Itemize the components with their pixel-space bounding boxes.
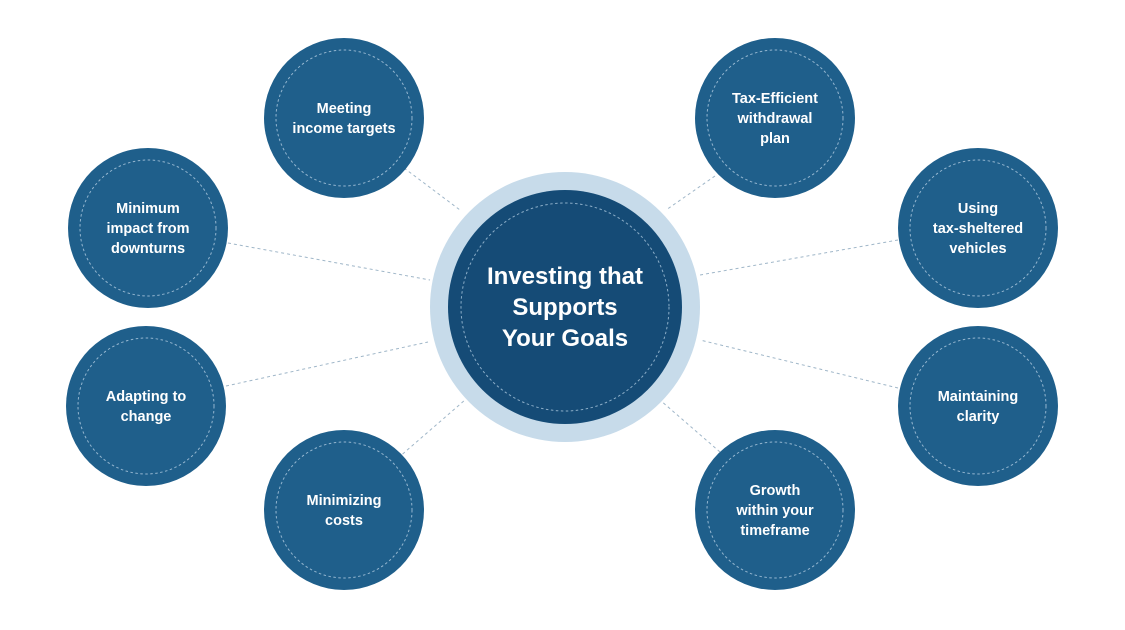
node-label: withdrawal — [737, 111, 813, 127]
connector-minimum-impact-from-downturns — [227, 242, 431, 281]
center-dashed-ring — [460, 202, 670, 412]
node-dashed-ring — [909, 159, 1047, 297]
node-label: change — [121, 409, 172, 425]
node-tax-efficient-withdrawal-plan: Tax-Efficient withdrawal plan — [695, 38, 855, 198]
node-circle — [898, 148, 1058, 308]
node-label: Minimizing — [307, 493, 382, 509]
node-circle — [66, 326, 226, 486]
connector-using-tax-sheltered-vehicles — [699, 239, 899, 276]
node-using-tax-sheltered-vehicles: Using tax-sheltered vehicles — [898, 148, 1058, 308]
node-dashed-ring — [77, 337, 215, 475]
connector-minimizing-costs — [397, 399, 466, 459]
node-dashed-ring — [275, 441, 413, 579]
node-dashed-ring — [79, 159, 217, 297]
connector-growth-within-your-timeframe — [659, 399, 721, 453]
node-circle — [695, 38, 855, 198]
node-dashed-ring — [275, 49, 413, 187]
connector-maintaining-clarity — [699, 339, 899, 389]
node-minimum-impact-from-downturns: Minimum impact from downturns — [68, 148, 228, 308]
node-circle — [264, 38, 424, 198]
node-meeting-income-targets: Meeting income targets — [264, 38, 424, 198]
node-label: tax-sheltered — [933, 221, 1023, 237]
node-dashed-ring — [909, 337, 1047, 475]
node-label: plan — [760, 131, 790, 147]
node-dashed-ring — [706, 441, 844, 579]
node-label: Tax-Efficient — [732, 91, 818, 107]
node-label: vehicles — [949, 241, 1006, 257]
node-growth-within-your-timeframe: Growth within your timeframe — [695, 430, 855, 590]
node-label: within your — [735, 503, 814, 519]
node-label: Meeting — [317, 101, 372, 117]
center-label: Your Goals — [502, 325, 628, 352]
center-circle — [448, 190, 682, 424]
connector-lines — [225, 167, 899, 459]
node-label: impact from — [107, 221, 190, 237]
node-adapting-to-change: Adapting to change — [66, 326, 226, 486]
node-circle — [898, 326, 1058, 486]
center-label: Investing that — [487, 263, 643, 290]
connector-meeting-income-targets — [403, 167, 461, 211]
node-label: Maintaining — [938, 389, 1019, 405]
node-circle — [264, 430, 424, 590]
node-label: Adapting to — [106, 389, 187, 405]
node-label: Growth — [750, 483, 801, 499]
connector-adapting-to-change — [225, 341, 429, 387]
node-circle — [695, 430, 855, 590]
goal-nodes: Meeting income targets Tax-Efficient withdr… — [66, 38, 1058, 590]
node-maintaining-clarity: Maintaining clarity — [898, 326, 1058, 486]
node-minimizing-costs: Minimizing costs — [264, 430, 424, 590]
node-label: Using — [958, 201, 998, 217]
center-label: Supports — [512, 294, 617, 321]
node-circle — [68, 148, 228, 308]
node-label: timeframe — [740, 523, 809, 539]
node-label: downturns — [111, 241, 185, 257]
node-label: income targets — [292, 121, 395, 137]
node-label: Minimum — [116, 201, 180, 217]
node-label: clarity — [957, 409, 1000, 425]
node-dashed-ring — [706, 49, 844, 187]
connector-tax-efficient-withdrawal-plan — [665, 175, 716, 211]
node-label: costs — [325, 513, 363, 529]
